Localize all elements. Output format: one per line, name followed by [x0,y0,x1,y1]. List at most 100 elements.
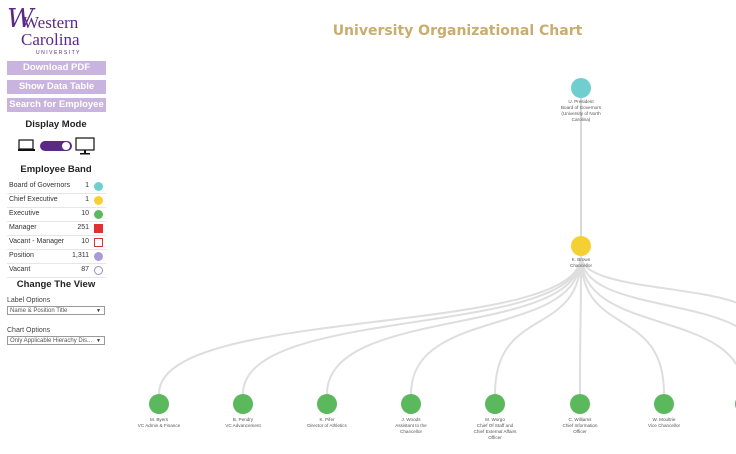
dropdown-arrow-icon: ▼ [96,338,101,344]
org-link-child [579,255,582,395]
node-title-line: Chief External Affairs [473,429,517,434]
band-row[interactable]: Vacant - Manager 10 [7,236,106,250]
org-node-root[interactable] [571,78,591,98]
node-name: M. Worgo [485,417,505,422]
change-view-title: Change The View [16,279,96,290]
sidebar: W Western Carolina UNIVERSITY Download P… [0,0,112,454]
node-title-line: Assistant to the [395,423,427,428]
band-count: 10 [81,210,89,217]
node-title-line: Director of Athletics [307,423,347,428]
band-count: 1 [85,196,89,203]
band-marker-icon [94,182,103,191]
band-count: 251 [77,224,89,231]
band-row[interactable]: Position 1,311 [7,250,106,264]
label-options-value: Name & Position Title [10,308,68,314]
org-node-executive[interactable] [317,394,337,414]
node-name: W. Moultrie [652,417,676,422]
org-node-executive[interactable] [233,394,253,414]
org-node-executive[interactable] [654,394,674,414]
node-title-line: (University of North [561,111,601,116]
employee-band-title: Employee Band [20,164,92,175]
display-mode-toggle[interactable] [40,141,72,151]
download-pdf-button[interactable]: Download PDF [7,61,106,75]
node-name: K. Brown [571,257,591,262]
org-link-child [494,255,582,395]
org-node-executive[interactable] [401,394,421,414]
node-name: J. Woods [401,417,421,422]
band-label: Chief Executive [9,196,58,203]
node-name: K. Pifer [319,417,335,422]
band-row[interactable]: Board of Governors 1 [7,180,106,194]
node-name: M. Byers [149,417,169,422]
band-marker-icon [94,266,103,275]
band-count: 1 [85,182,89,189]
node-title-line: Board of Governors [560,105,602,110]
node-title-line: VC Advancement [225,423,261,428]
band-count: 10 [81,238,89,245]
logo-initial: W [7,4,34,34]
show-data-table-button[interactable]: Show Data Table [7,80,106,94]
band-marker-icon [94,210,103,219]
dropdown-arrow-icon: ▼ [96,308,101,314]
node-name: B. Pendry [232,417,254,422]
org-node-executive[interactable] [485,394,505,414]
node-title-line: VC Admin & Finance [137,423,181,428]
node-title-line: Chancellor [400,429,422,434]
node-name: C. Williams [568,417,592,422]
org-link-offscreen [580,255,736,328]
laptop-icon[interactable] [17,139,35,151]
logo-line3: UNIVERSITY [36,50,82,56]
org-link-child [326,255,582,395]
page-title: University Organizational Chart [332,23,583,39]
org-link-child [158,255,582,395]
org-link-child [242,255,582,395]
band-label: Board of Governors [9,182,71,189]
band-row[interactable]: Chief Executive 1 [7,194,106,208]
org-link-child [580,255,665,395]
logo-line1: Western [23,13,79,32]
logo-line2: Carolina [21,30,80,49]
band-label: Manager [9,224,37,231]
org-node-executive[interactable] [570,394,590,414]
node-title-line: Chief Of Staff and [476,423,514,428]
chart-options-label: Chart Options [7,327,51,334]
band-row[interactable]: Manager 251 [7,222,106,236]
org-link-offscreen [580,255,736,304]
label-options-dropdown[interactable]: Name & Position Title ▼ [7,306,105,315]
band-marker-icon [94,252,103,261]
chart-options-value: Only Applicable Hierachy Dis... [10,338,93,344]
org-link-child [410,255,582,395]
search-employee-button[interactable]: Search for Employee [7,98,106,112]
band-row[interactable]: Vacant 87 [7,264,106,278]
desktop-icon[interactable] [75,137,95,155]
node-title-line: Vice Chancellor [647,423,681,428]
band-label: Vacant - Manager [9,238,65,245]
band-count: 87 [81,266,89,273]
node-title-line: Chancellor [570,263,592,268]
display-mode-toggle-group [17,137,98,155]
band-count: 1,311 [72,252,89,259]
node-title-line: Officer [488,435,502,440]
org-link-offscreen [580,255,736,366]
org-node-executive[interactable] [149,394,169,414]
display-mode-title: Display Mode [25,119,87,130]
org-node-chancellor[interactable] [571,236,591,256]
band-label: Vacant [9,266,31,273]
band-label: Position [9,252,34,259]
wcu-logo: W Western Carolina UNIVERSITY [7,6,107,56]
label-options-label: Label Options [7,297,51,304]
chart-options-dropdown[interactable]: Only Applicable Hierachy Dis... ▼ [7,336,105,345]
band-marker-icon [94,224,103,233]
